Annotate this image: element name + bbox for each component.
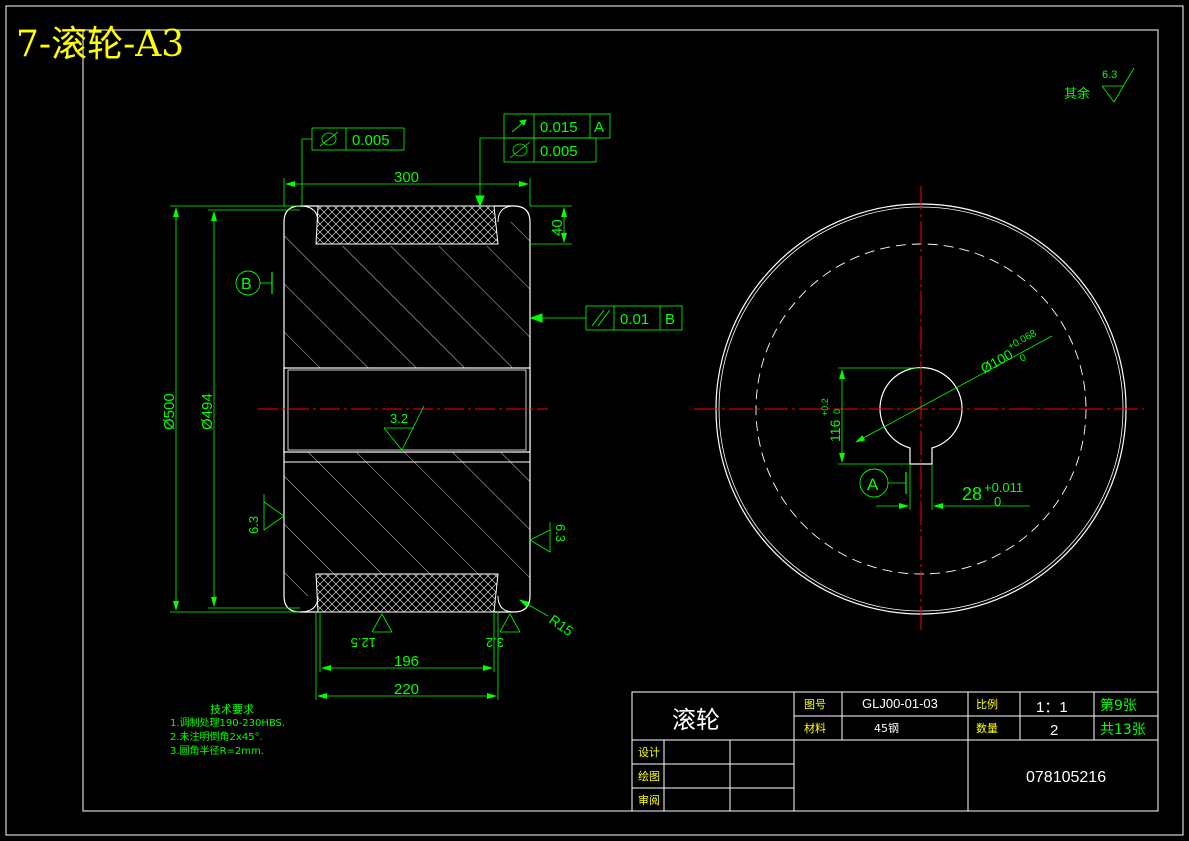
rim-top-knurl bbox=[315, 205, 499, 245]
tol-runout-value: 0.015 bbox=[540, 119, 578, 136]
tech-requirements: 技术要求 1.调制处理190-230HBS. 2.未注明倒角2x45°. 3.圆… bbox=[170, 703, 285, 757]
tb-drawing-no-label: 图号 bbox=[804, 698, 826, 711]
tb-quantity-label: 数量 bbox=[976, 722, 998, 735]
datum-a: A bbox=[859, 468, 907, 498]
dim-196: 196 bbox=[394, 653, 419, 670]
dim-keyway-width: 28 bbox=[962, 484, 982, 504]
tech-item-2: 2.未注明倒角2x45°. bbox=[170, 730, 263, 743]
end-view bbox=[694, 186, 1144, 632]
bore-keyway bbox=[879, 366, 963, 465]
tol-cyl-value: 0.005 bbox=[540, 143, 578, 160]
runout-icon bbox=[511, 119, 527, 133]
tol-parallel-datum: B bbox=[665, 311, 675, 328]
tb-sheet-no: 第9张 bbox=[1100, 697, 1137, 714]
tb-quantity: 2 bbox=[1050, 722, 1058, 739]
tol-runout-datum: A bbox=[594, 119, 604, 136]
datum-b: B bbox=[235, 270, 273, 296]
tb-part-name: 滚轮 bbox=[672, 706, 720, 734]
sheet-title: 7-滚轮-A3 bbox=[16, 24, 184, 65]
dim-r15: R15 bbox=[546, 611, 576, 639]
dim-keyway-depth-lower: 0 bbox=[832, 409, 842, 414]
roughness-rim-right-value: 3.2 bbox=[486, 635, 504, 650]
cylindricity-icon bbox=[509, 141, 531, 159]
tb-scale: 1：1 bbox=[1036, 699, 1068, 716]
tol-left-value: 0.005 bbox=[352, 132, 390, 149]
dim-dia-494: Ø494 bbox=[199, 393, 216, 430]
tb-material-label: 材料 bbox=[804, 721, 826, 735]
datum-a-label: A bbox=[867, 475, 879, 494]
datum-b-label: B bbox=[241, 276, 252, 293]
dim-keyway-width-upper: +0.011 bbox=[984, 480, 1023, 495]
tb-code: 078105216 bbox=[1026, 769, 1106, 786]
dim-keyway-depth-upper: +0.2 bbox=[820, 398, 830, 416]
section-hatch-top bbox=[284, 222, 530, 368]
tb-material: 45钢 bbox=[874, 722, 899, 735]
sheet-border bbox=[5, 5, 1184, 836]
roughness-rim-right: 3.2 bbox=[486, 613, 521, 650]
tolerance-left: 0.005 bbox=[301, 127, 405, 206]
dim-40: 40 bbox=[549, 219, 566, 236]
tolerance-runout: 0.015 A 0.005 bbox=[475, 113, 611, 208]
dim-bore-tol-upper: +0.068 bbox=[1006, 328, 1039, 353]
roughness-other-value: 6.3 bbox=[1102, 69, 1117, 81]
dim-bore-tol-lower: 0 bbox=[1018, 352, 1029, 365]
tol-parallel-value: 0.01 bbox=[620, 311, 649, 328]
dim-220: 220 bbox=[394, 681, 419, 698]
roughness-rim-bottom: 12.5 bbox=[351, 613, 393, 650]
tolerance-parallel: 0.01 B bbox=[529, 305, 683, 331]
end-dimensions: Ø100 +0.068 0 116 +0.2 0 28 +0.011 0 bbox=[820, 328, 1053, 510]
title-block bbox=[631, 691, 1159, 812]
tb-scale-label: 比例 bbox=[976, 697, 998, 711]
section-view bbox=[258, 205, 548, 613]
roughness-left: 6.3 bbox=[246, 494, 285, 534]
tb-drawn-label: 绘图 bbox=[638, 769, 660, 783]
drawing-frame bbox=[82, 29, 1159, 812]
tb-sheet-total: 共13张 bbox=[1100, 722, 1146, 738]
section-hatch-bottom bbox=[284, 452, 530, 596]
title-block-text: 滚轮 图号 GLJ00-01-03 比例 1：1 第9张 材料 45钢 数量 2… bbox=[638, 696, 1146, 807]
tech-heading: 技术要求 bbox=[210, 703, 254, 716]
roughness-bore-value: 3.2 bbox=[390, 411, 408, 426]
rim-bottom-knurl bbox=[315, 573, 499, 613]
roughness-other: 其余 6.3 bbox=[1064, 67, 1135, 103]
circularity-icon bbox=[319, 131, 339, 147]
dim-dia-500: Ø500 bbox=[161, 393, 178, 430]
tb-designed-label: 设计 bbox=[638, 746, 660, 759]
roughness-bore: 3.2 bbox=[383, 405, 425, 451]
bore bbox=[283, 367, 531, 453]
dim-keyway-depth: 116 bbox=[827, 419, 843, 442]
parallel-icon bbox=[591, 309, 611, 327]
dim-keyway-width-lower: 0 bbox=[994, 494, 1001, 509]
tech-item-1: 1.调制处理190-230HBS. bbox=[170, 716, 285, 729]
tech-item-3: 3.圆角半径R=2mm. bbox=[170, 744, 264, 757]
roughness-right: 6.3 bbox=[529, 522, 568, 553]
roughness-other-label: 其余 bbox=[1064, 86, 1090, 102]
tb-drawing-no: GLJ00-01-03 bbox=[862, 696, 938, 711]
roughness-left-value: 6.3 bbox=[246, 516, 261, 534]
tb-approved-label: 审阅 bbox=[638, 793, 660, 807]
roughness-rim-bottom-value: 12.5 bbox=[351, 635, 376, 650]
dim-300: 300 bbox=[394, 169, 419, 186]
roughness-right-value: 6.3 bbox=[553, 524, 568, 542]
